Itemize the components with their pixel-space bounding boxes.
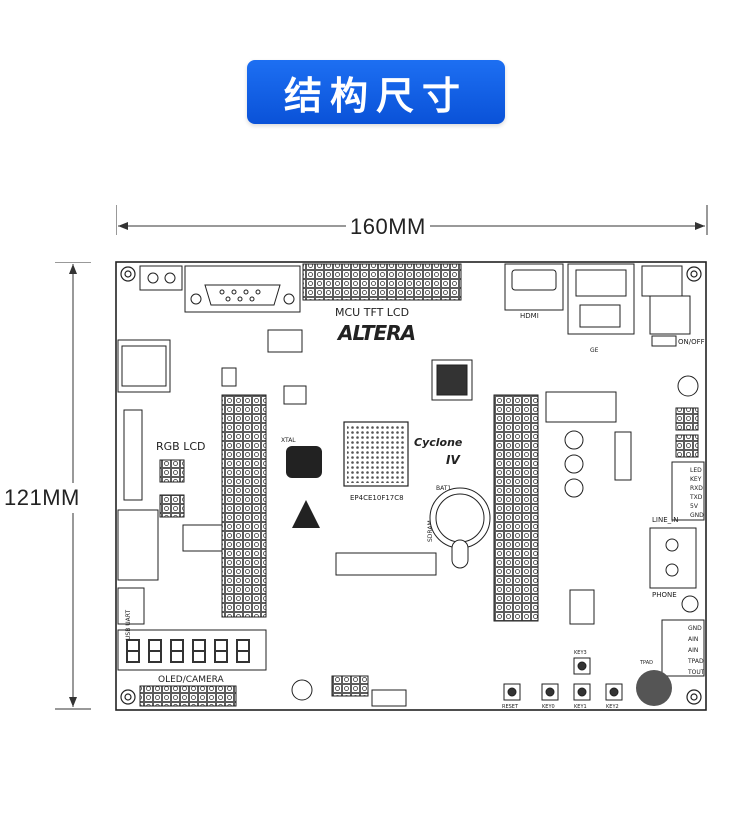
width-label: 160MM	[346, 214, 430, 240]
sd-card-slot	[117, 339, 171, 393]
led-label-2: RXD	[690, 485, 703, 492]
audio-labels: GND AIN AIN TPAD TOUT	[661, 619, 705, 677]
cyclone-gen-label: IV	[446, 453, 461, 467]
buzzer	[677, 375, 699, 397]
usb-connector	[117, 509, 159, 581]
light-sensor	[291, 679, 313, 701]
power-jack	[641, 265, 691, 335]
on-off-switch	[651, 335, 677, 347]
title-badge: 结构尺寸	[247, 60, 505, 124]
mounting-holes	[120, 266, 702, 705]
mcu-tft-header	[302, 263, 462, 301]
ethernet-connector	[567, 263, 635, 335]
led-label-5: GND	[690, 512, 704, 519]
jumper-block-1	[675, 407, 699, 431]
sdram-chip	[335, 552, 437, 576]
usb-uart-connector	[117, 587, 145, 625]
oled-camera-header	[139, 685, 237, 707]
audio-label-0: GND	[688, 625, 702, 632]
cyclone-logo: Cyclone	[414, 436, 463, 449]
rgb-lcd-label: RGB LCD	[156, 440, 206, 453]
touch-pad	[636, 670, 672, 706]
u9-chip	[267, 329, 303, 353]
p2-header	[545, 391, 617, 423]
audio-label-4: TOUT	[687, 669, 705, 676]
hdmi-label: HDMI	[520, 312, 539, 320]
key3-label: KEY3	[574, 650, 587, 656]
battery-label: BAT1	[436, 485, 451, 492]
jumper-block-2	[675, 434, 699, 458]
tpad-label: TPAD	[639, 660, 653, 666]
fpga-part-label: EP4CE10F17C8	[350, 494, 404, 502]
key-buttons	[503, 657, 623, 701]
audio-label-3: TPAD	[687, 658, 704, 665]
regulators	[564, 430, 632, 498]
usb-uart-label: USB UART	[125, 610, 132, 640]
sdram-label: SDRAM	[427, 520, 434, 542]
reset-label: RESET	[502, 704, 519, 710]
audio-jacks	[649, 527, 697, 589]
p7-header	[493, 394, 539, 622]
lcd-fpc-connector	[123, 409, 143, 501]
line-in-label: LINE_IN	[652, 516, 678, 524]
ge-label: GE	[590, 347, 599, 354]
oscillator	[286, 446, 322, 478]
led-label-4: 5V	[690, 503, 699, 510]
led-label-0: LED	[690, 467, 702, 474]
c17-header	[371, 689, 407, 707]
audio-label-2: AIN	[688, 647, 698, 654]
p6-header	[221, 394, 267, 618]
db9-connector	[184, 265, 301, 313]
hdmi-connector	[504, 263, 564, 311]
esd-warning-symbol	[292, 500, 320, 528]
phone-label: PHONE	[652, 591, 677, 599]
seven-segment-display	[117, 629, 267, 671]
mcu-tft-lcd-label: MCU TFT LCD	[335, 306, 409, 319]
height-label: 121MM	[2, 483, 82, 513]
battery-holder	[429, 487, 491, 569]
key1-label: KEY1	[574, 704, 587, 710]
u15-chip	[283, 385, 307, 405]
audio-label-1: AIN	[688, 636, 698, 643]
u24-chip	[569, 589, 595, 625]
on-off-label: ON/OFF	[678, 338, 705, 346]
xtal-label: XTAL	[281, 437, 296, 444]
u6-chip	[221, 367, 237, 387]
u22-chip	[431, 359, 473, 401]
trim-pot	[681, 595, 699, 613]
q7-header	[331, 675, 369, 697]
led-label-3: TXD	[689, 494, 703, 501]
page-title: 结构尺寸	[283, 73, 468, 118]
led-key-labels: LED KEY RXD TXD 5V GND	[671, 461, 705, 521]
p5-header	[159, 459, 185, 483]
p9-header	[159, 494, 185, 518]
can-connector	[139, 265, 183, 291]
led-label-1: KEY	[690, 476, 702, 483]
key0-label: KEY0	[542, 704, 555, 710]
fpga-chip	[343, 421, 409, 487]
oled-camera-label: OLED/CAMERA	[158, 675, 225, 685]
altera-logo: ALTERA	[336, 321, 415, 345]
key2-label: KEY2	[606, 704, 619, 710]
